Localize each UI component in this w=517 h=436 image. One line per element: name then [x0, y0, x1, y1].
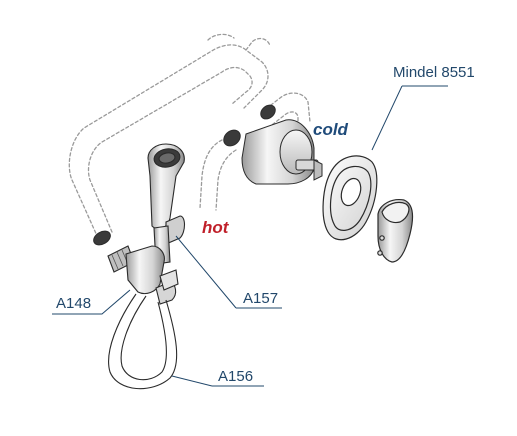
leader-a148 — [52, 289, 131, 315]
pipe-hot-riser-inner — [215, 149, 237, 211]
wall-holder — [107, 245, 179, 305]
leader-lines — [52, 85, 448, 387]
lever-handle — [377, 199, 414, 263]
escutcheon-plate — [322, 155, 378, 241]
hose-inner — [120, 295, 167, 381]
holder-body — [125, 245, 165, 295]
cold-label: cold — [313, 120, 348, 139]
plate-rim — [329, 165, 372, 231]
pipe-cold-elbow — [261, 92, 311, 123]
holder-valve — [159, 269, 179, 291]
cartridge-nut — [313, 159, 323, 181]
pipe-cap-top — [260, 104, 276, 120]
part-label-a148: A148 — [56, 295, 92, 312]
screw-2 — [377, 250, 383, 256]
part-label-a157: A157 — [243, 290, 279, 307]
hot-label: hot — [202, 218, 229, 237]
plate-hole — [340, 177, 362, 207]
shower-head-nozzle-inner — [158, 152, 176, 164]
screw-1 — [379, 235, 385, 241]
shower-trigger — [165, 215, 186, 245]
leader-mindel — [371, 85, 448, 151]
pipe-cold-elbow-inner — [267, 111, 299, 129]
pipe-cap-left — [93, 230, 111, 246]
concealed-pipework — [68, 33, 311, 239]
pipe-cap-hot — [223, 129, 241, 147]
lever-top — [381, 201, 410, 224]
model-label: Mindel 8551 — [393, 64, 475, 81]
leader-a156 — [171, 375, 264, 387]
pipe-top-arm — [207, 33, 271, 51]
leader-a157 — [175, 235, 282, 309]
flexible-hose — [108, 293, 178, 390]
part-label-a156: A156 — [218, 368, 254, 385]
pipe-end-caps — [93, 104, 276, 246]
mixer-cartridge — [241, 119, 323, 185]
pipe-outer — [68, 44, 269, 239]
pipe-hot-riser — [199, 139, 223, 209]
hose-outer — [108, 293, 178, 390]
